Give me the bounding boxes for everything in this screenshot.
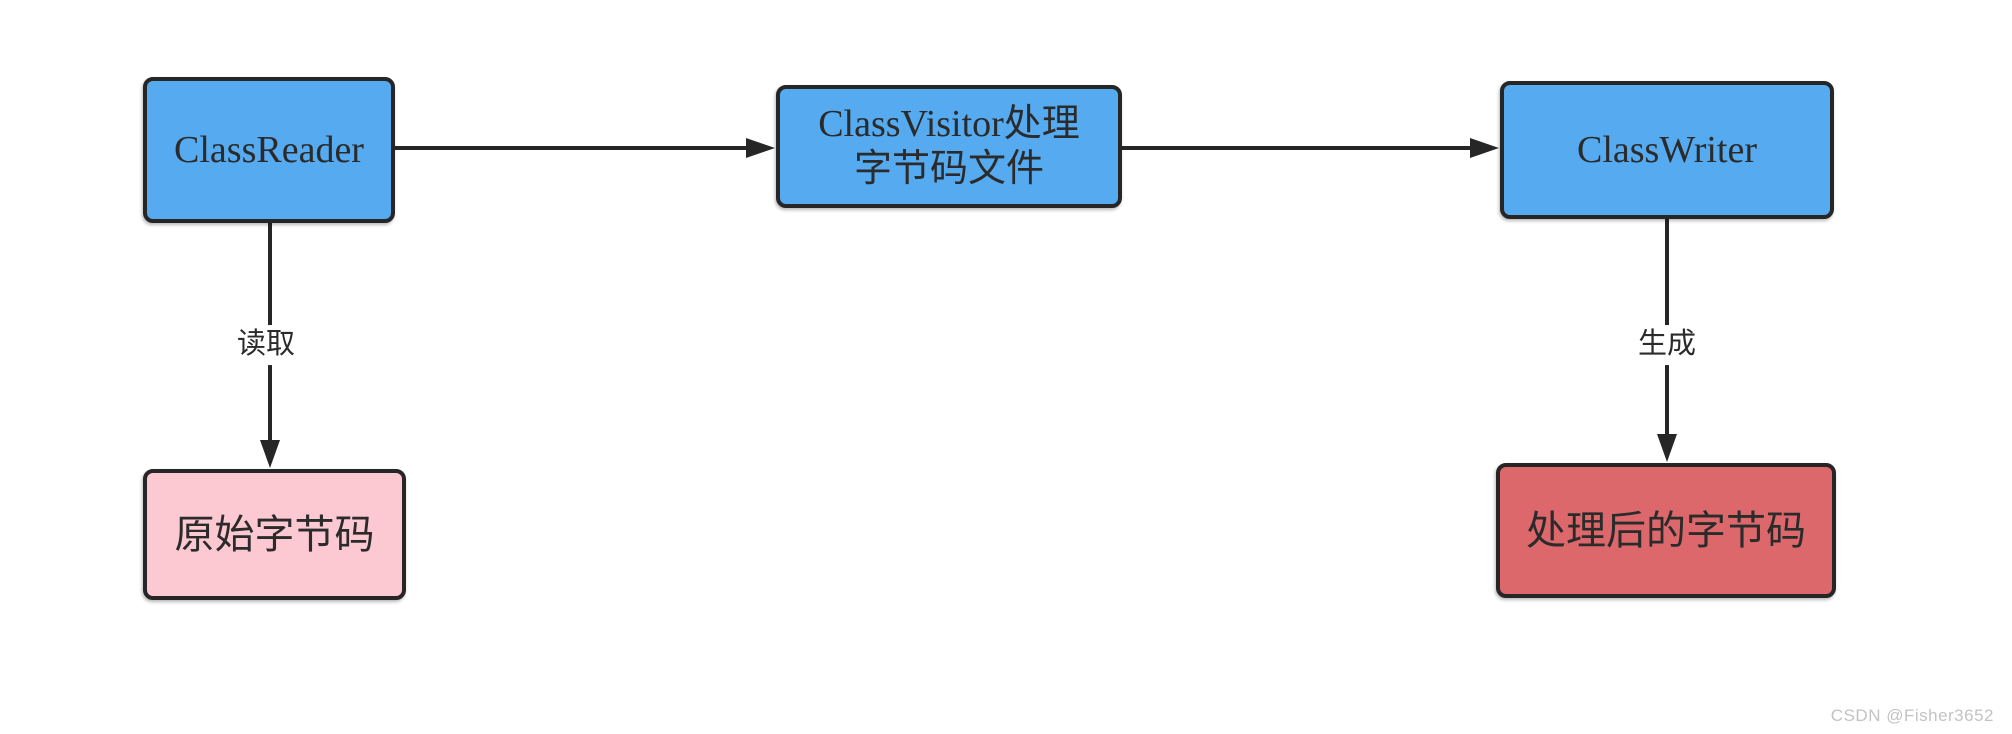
edge-label-read: 读取 [234, 325, 298, 365]
arrow-reader-to-visitor [395, 138, 775, 158]
node-class-writer-label: ClassWriter [1577, 128, 1757, 171]
node-class-visitor: ClassVisitor处理 字节码文件 [776, 85, 1122, 208]
node-class-reader: ClassReader [143, 77, 395, 223]
node-processed-bytecode-label: 处理后的字节码 [1526, 507, 1806, 553]
csdn-watermark: CSDN @Fisher3652 [1830, 706, 1994, 725]
node-class-reader-label: ClassReader [174, 128, 364, 171]
edge-label-generate: 生成 [1635, 325, 1699, 365]
node-raw-bytecode-label: 原始字节码 [174, 511, 375, 557]
node-class-writer: ClassWriter [1500, 81, 1834, 219]
node-class-visitor-label-line1: ClassVisitor处理 [818, 102, 1080, 145]
node-processed-bytecode: 处理后的字节码 [1496, 463, 1836, 598]
arrow-visitor-to-writer [1122, 138, 1499, 158]
node-class-visitor-label-line2: 字节码文件 [853, 147, 1044, 190]
node-raw-bytecode: 原始字节码 [143, 469, 406, 600]
